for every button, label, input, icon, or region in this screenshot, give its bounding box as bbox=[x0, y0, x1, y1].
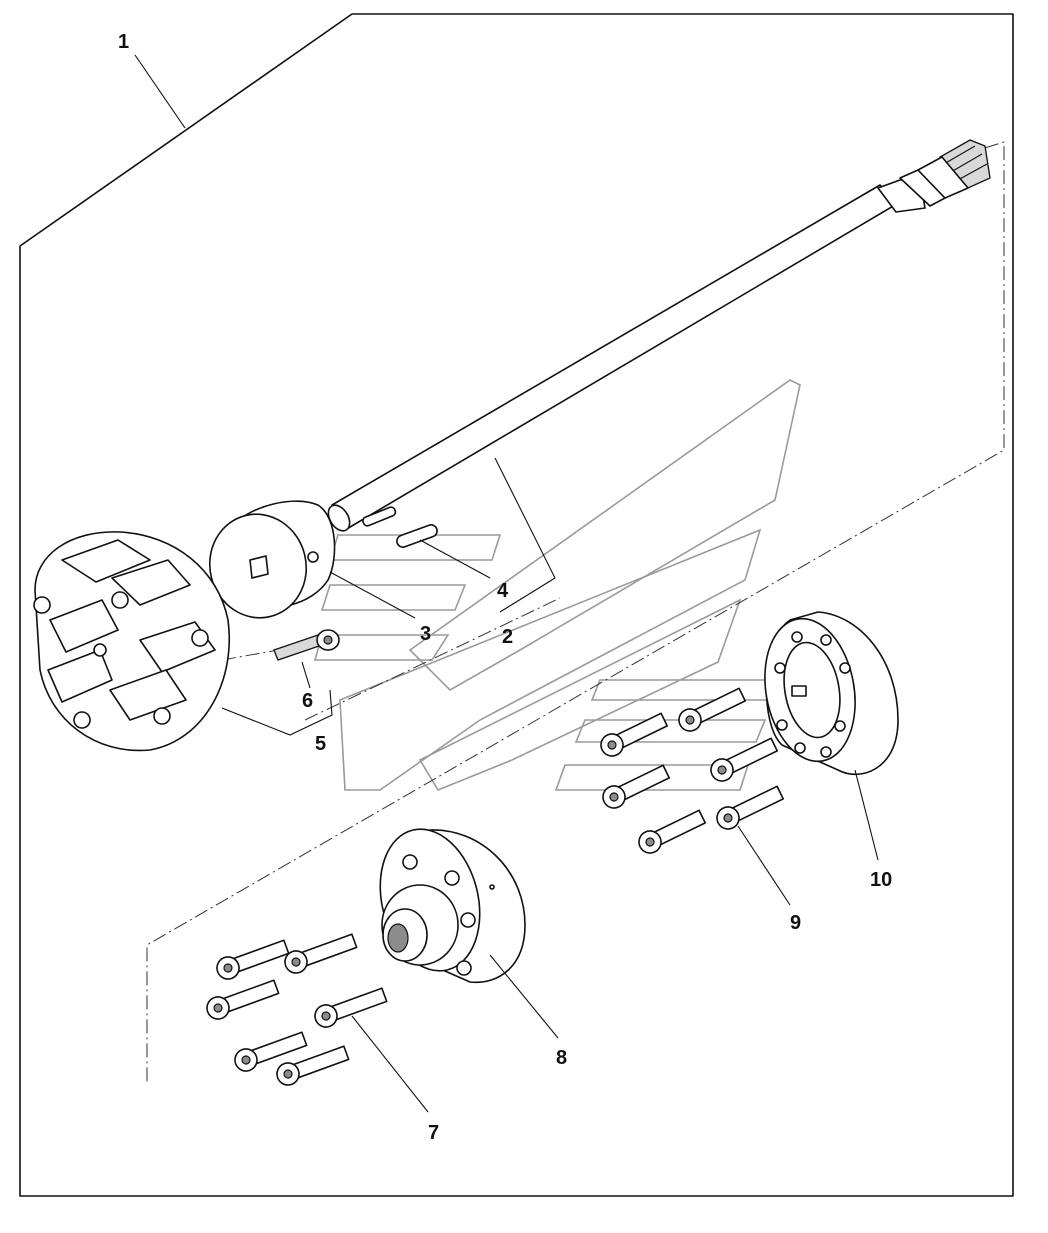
clamping-ring bbox=[764, 611, 899, 775]
cap-screw bbox=[273, 629, 340, 661]
callout-3: 3 bbox=[420, 623, 431, 645]
flange-hub bbox=[379, 828, 526, 984]
assembly-frame bbox=[19, 13, 1014, 1197]
hub-collar bbox=[208, 500, 336, 619]
callout-2: 2 bbox=[502, 626, 513, 648]
callout-6: 6 bbox=[302, 690, 313, 712]
watermark-logo bbox=[313, 379, 801, 791]
bolt-set-right bbox=[600, 687, 784, 854]
callout-5: 5 bbox=[315, 733, 326, 755]
callout-1: 1 bbox=[118, 31, 129, 53]
callout-9: 9 bbox=[790, 912, 801, 934]
callout-labels: 1 2 3 4 5 6 7 8 9 10 bbox=[118, 31, 892, 1144]
drive-shaft bbox=[327, 139, 991, 613]
callout-4: 4 bbox=[497, 580, 509, 602]
flexible-coupling bbox=[33, 531, 333, 752]
callout-8: 8 bbox=[556, 1047, 567, 1069]
feather-key bbox=[396, 524, 438, 548]
callout-7: 7 bbox=[428, 1122, 439, 1144]
leader-lines bbox=[134, 54, 879, 1113]
bolt-set-left bbox=[206, 933, 388, 1086]
callout-10: 10 bbox=[870, 869, 892, 891]
